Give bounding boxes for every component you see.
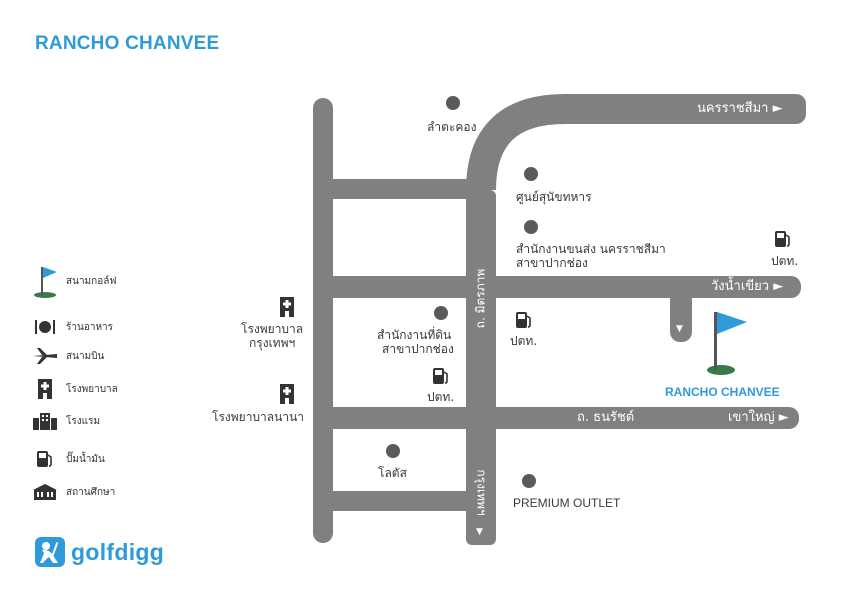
legend-label: โรงแรม xyxy=(66,415,101,427)
road-left-vertical xyxy=(313,98,333,543)
hospital-icon xyxy=(38,379,52,399)
place-hospital-nana: โรงพยาบาลนานา xyxy=(212,410,305,424)
road-label-nakhon-ratchasima: นครราชสีมา ► xyxy=(697,101,783,116)
airplane-icon xyxy=(33,348,57,364)
legend-item: ปั๊มน้ำมัน xyxy=(30,446,230,472)
legend-label: ร้านอาหาร xyxy=(66,321,114,333)
road-label-mittraphap: ถ. มิตรภาพ xyxy=(473,268,488,329)
place-ptt-2: ปตท. xyxy=(510,334,538,348)
legend-item: ร้านอาหาร xyxy=(30,314,230,340)
legend-label: ปั๊มน้ำมัน xyxy=(66,453,105,465)
place-hospital-bangkok-line2: กรุงเทพฯ xyxy=(249,336,296,350)
road-label-wang-nam-khiao: วังน้ำเขียว ► xyxy=(711,279,784,294)
legend-item: สถานศึกษา xyxy=(30,479,230,505)
golf-flag-icon xyxy=(34,267,57,298)
road-arrow-mittraphap: ▼ xyxy=(476,527,483,537)
legend-label: สถานศึกษา xyxy=(66,486,116,498)
road-bottom-horizontal xyxy=(323,491,483,511)
legend-label: โรงพยาบาล xyxy=(66,383,118,395)
hospital-icon xyxy=(280,384,294,404)
hotel-icon xyxy=(33,413,57,430)
place-transport-office-line2: สาขาปากช่อง xyxy=(516,256,588,270)
place-ptt-3: ปตท. xyxy=(427,390,455,404)
marker-lotus xyxy=(386,444,400,458)
road-curve-north xyxy=(466,94,793,191)
road-label-thanarat: ถ. ธนรัชต์ xyxy=(577,410,635,425)
place-war-dog-center: ศูนย์สุนัขทหาร xyxy=(516,190,592,204)
place-transport-office-line1: สำนักงานขนส่ง นครราชสีมา xyxy=(516,242,666,256)
golfdigg-logo: golfdigg xyxy=(35,537,164,567)
road-top-horizontal xyxy=(323,179,483,199)
place-premium-outlet: PREMIUM OUTLET xyxy=(513,496,621,510)
legend-item: สนามกอล์ฟ xyxy=(30,267,230,298)
marker-transport-office xyxy=(524,220,538,234)
gas-station-icon xyxy=(433,368,448,384)
marker-land-office xyxy=(434,306,448,320)
golfdigg-logo-icon xyxy=(35,537,65,567)
place-land-office-line1: สำนักงานที่ดิน xyxy=(377,328,452,342)
road-label-krungthep: กรุงเทพฯ xyxy=(474,469,489,516)
legend-label: สนามกอล์ฟ xyxy=(66,275,117,287)
place-ptt-1: ปตท. xyxy=(771,254,799,268)
marker-premium-outlet xyxy=(522,474,536,488)
course-label: RANCHO CHANVEE xyxy=(665,385,780,399)
marker-lam-ta-khong xyxy=(446,96,460,110)
place-land-office-line2: สาขาปากช่อง xyxy=(382,342,454,356)
road-arrow-spur: ▼ xyxy=(676,324,683,334)
place-lotus: โลตัส xyxy=(378,466,407,480)
legend-item: โรงพยาบาล xyxy=(30,376,230,402)
road-spur xyxy=(670,290,692,342)
school-icon xyxy=(33,484,57,500)
hospital-icon xyxy=(280,297,294,317)
gas-station-icon xyxy=(37,451,52,467)
road-thanarat xyxy=(323,407,799,429)
map-title: RANCHO CHANVEE xyxy=(35,33,220,54)
road-label-khao-yai: เขาใหญ่ ► xyxy=(728,410,789,425)
course-golf-flag-icon xyxy=(707,312,747,375)
gas-station-icon xyxy=(516,312,531,328)
legend-item: สนามบิน xyxy=(30,343,230,369)
gas-station-icon xyxy=(775,231,790,247)
marker-war-dog-center xyxy=(524,167,538,181)
golfdigg-logo-text: golfdigg xyxy=(71,538,165,565)
restaurant-icon xyxy=(35,320,55,334)
legend-item: โรงแรม xyxy=(30,408,230,434)
place-lam-ta-khong: ลำตะคอง xyxy=(427,120,477,134)
place-hospital-bangkok-line1: โรงพยาบาล xyxy=(241,322,304,336)
legend-label: สนามบิน xyxy=(66,350,105,362)
road-nakhon-end xyxy=(780,94,806,124)
